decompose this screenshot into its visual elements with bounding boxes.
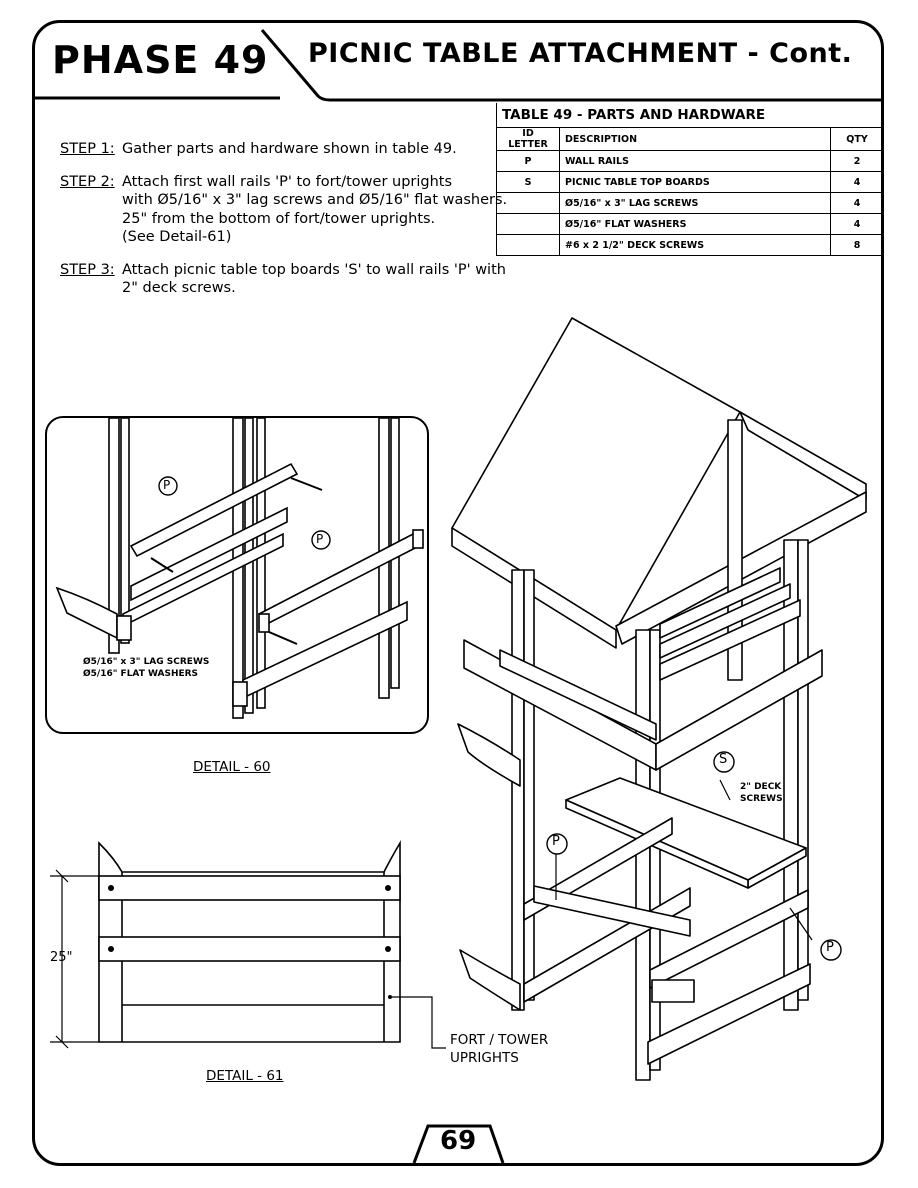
detail-60-box: P P Ø5/16" x 3" LAG SCREWS Ø5/16" FLAT W… [45, 416, 429, 734]
table-row: Ø5/16" FLAT WASHERS 4 [496, 213, 884, 235]
step-text: Attach picnic table top boards 'S' to wa… [122, 261, 506, 297]
part-label-p: P [316, 532, 324, 546]
part-p-callout-circle [311, 530, 331, 550]
step-label: STEP 2: [60, 173, 115, 190]
page-frame [32, 20, 884, 1166]
part-label-p: P [552, 834, 560, 849]
part-s-callout-circle [713, 751, 735, 773]
page-number: 69 [440, 1126, 477, 1156]
page-title: PICNIC TABLE ATTACHMENT - Cont. [308, 38, 853, 69]
detail-61-caption: DETAIL - 61 [206, 1068, 284, 1084]
part-p-callout-circle [820, 939, 842, 961]
hardware-note: Ø5/16" x 3" LAG SCREWS [83, 657, 210, 667]
part-label-p: P [826, 940, 834, 955]
step-3: STEP 3: Attach picnic table top boards '… [60, 261, 507, 298]
phase-title: PHASE 49 [52, 38, 269, 82]
step-text: Attach first wall rails 'P' to fort/towe… [122, 173, 508, 246]
step-label: STEP 1: [60, 141, 115, 157]
parts-table: TABLE 49 - PARTS AND HARDWARE ID LETTER … [496, 103, 884, 256]
part-label-s: S [719, 752, 728, 767]
instruction-steps: STEP 1: Gather parts and hardware shown … [60, 140, 507, 312]
dimension-label: 25" [50, 950, 73, 965]
table-cell: 8 [830, 234, 884, 256]
part-p-callout-circle [546, 833, 568, 855]
detail-60-drawing [55, 418, 425, 719]
part-label-p: P [163, 478, 171, 492]
table-row: #6 x 2 1/2" DECK SCREWS 8 [496, 234, 884, 256]
deck-screws-note: 2" DECK SCREWS [740, 782, 783, 804]
step-1: STEP 1: Gather parts and hardware shown … [60, 140, 507, 159]
step-label: STEP 3: [60, 261, 115, 278]
uprights-callout: FORT / TOWER UPRIGHTS [450, 1032, 549, 1066]
table-row: S PICNIC TABLE TOP BOARDS 4 [496, 171, 884, 193]
part-p-callout-circle [158, 476, 178, 496]
step-text: Gather parts and hardware shown in table… [122, 141, 457, 157]
hardware-note: Ø5/16" FLAT WASHERS [83, 669, 199, 679]
detail-60-caption: DETAIL - 60 [193, 759, 271, 775]
column-header: QTY [830, 127, 884, 151]
step-2: STEP 2: Attach first wall rails 'P' to f… [60, 173, 507, 247]
